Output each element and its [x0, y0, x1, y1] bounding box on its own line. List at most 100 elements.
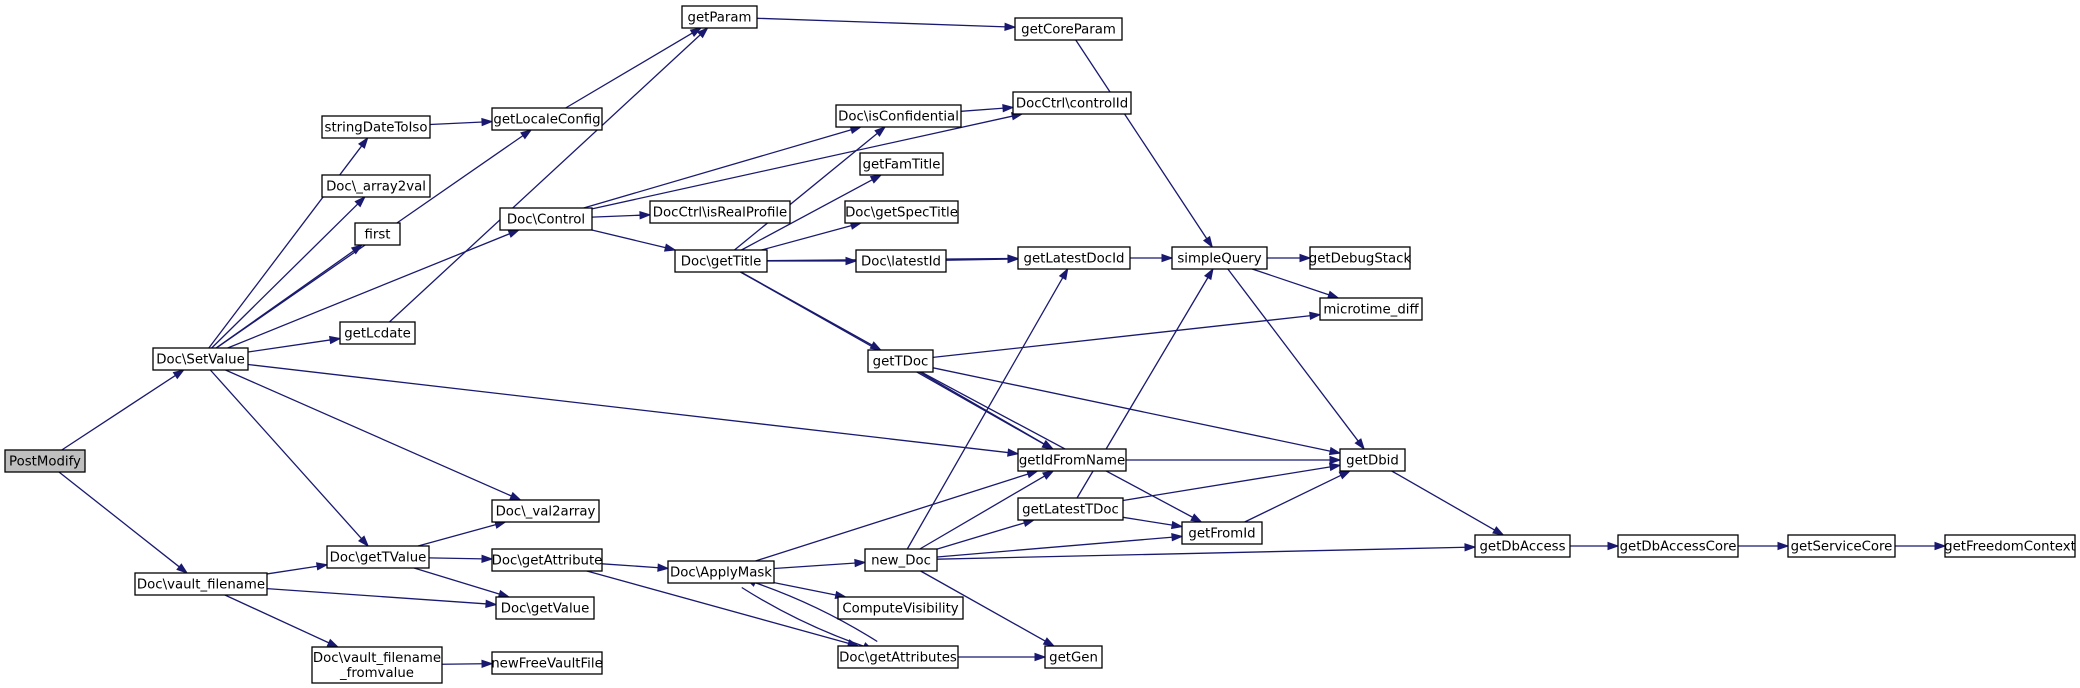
- node-latest-id[interactable]: Doc\latestId: [855, 249, 947, 273]
- arrowhead-icon: [1607, 541, 1620, 551]
- node-get-gen[interactable]: getGen: [1044, 645, 1103, 669]
- edge-get-tdoc-to-get-id-from-name: [919, 371, 1055, 450]
- node-box: [495, 596, 595, 620]
- node-label: Doc\getAttributes: [839, 651, 957, 666]
- node-apply-mask[interactable]: Doc\ApplyMask: [667, 560, 775, 584]
- node-box: [835, 104, 962, 128]
- arrowhead-icon: [329, 335, 342, 345]
- edge-line: [413, 567, 501, 595]
- node-get-debug-stack[interactable]: getDebugStack: [1309, 246, 1412, 270]
- edge-doc-control-to-get-title: [591, 229, 677, 252]
- node-label: first: [365, 228, 391, 243]
- arrowhead-icon: [1004, 22, 1017, 32]
- node-label: newFreeVaultFile: [491, 657, 603, 672]
- edge-get-latest-doc-id-to-simple-query: [1129, 253, 1174, 263]
- node-label: Doc\_array2val: [326, 180, 426, 195]
- node-control-id[interactable]: DocCtrl\controlId: [1012, 91, 1132, 115]
- edge-line: [586, 570, 850, 645]
- node-box: [855, 249, 947, 273]
- node-box: [1017, 448, 1127, 472]
- edge-line: [920, 570, 1047, 643]
- node-get-title[interactable]: Doc\getTitle: [674, 249, 768, 273]
- node-string-date-to-iso[interactable]: stringDateToIso: [321, 115, 431, 139]
- arrowhead-icon: [639, 211, 652, 220]
- node-label: DocCtrl\controlId: [1016, 97, 1128, 112]
- node-box: [152, 347, 249, 371]
- node-get-dbid[interactable]: getDbid: [1339, 448, 1406, 472]
- node-get-db-access[interactable]: getDbAccess: [1474, 534, 1571, 558]
- node-post-modify[interactable]: PostModify: [4, 449, 86, 473]
- edge-line: [1227, 268, 1360, 443]
- node-box: [844, 200, 959, 224]
- arrowhead-icon: [874, 126, 887, 137]
- arrowhead-icon: [1299, 253, 1312, 263]
- node-box: [326, 545, 430, 569]
- edge-get-id-from-name-to-get-dbid: [1125, 455, 1342, 465]
- node-get-lcdate[interactable]: getLcdate: [339, 321, 416, 345]
- node-get-tvalue[interactable]: Doc\getTValue: [326, 545, 430, 569]
- node-first[interactable]: first: [354, 222, 401, 246]
- node-is-confidential[interactable]: Doc\isConfidential: [835, 104, 962, 128]
- node-simple-query[interactable]: simpleQuery: [1171, 246, 1268, 270]
- edge-line: [1251, 268, 1330, 296]
- node-val2array[interactable]: Doc\_val2array: [491, 499, 600, 523]
- edge-line: [932, 367, 1332, 452]
- edge-doc-control-to-is-real-profile: [591, 211, 652, 220]
- arrowhead-icon: [1309, 311, 1322, 320]
- node-get-db-access-core[interactable]: getDbAccessCore: [1617, 534, 1739, 558]
- arrowhead-icon: [176, 563, 189, 574]
- edge-line: [936, 521, 1026, 550]
- node-get-latest-tdoc[interactable]: getLatestTDoc: [1017, 497, 1124, 521]
- node-label: Doc\latestId: [861, 255, 941, 270]
- node-get-attribute[interactable]: Doc\getAttribute: [491, 548, 603, 572]
- edge-line: [591, 115, 1014, 210]
- node-label: getDbAccessCore: [1620, 540, 1737, 555]
- node-get-spec-title[interactable]: Doc\getSpecTitle: [844, 200, 959, 224]
- edge-get-tvalue-to-get-attribute: [428, 554, 494, 564]
- arrowhead-icon: [1329, 455, 1342, 465]
- node-set-value[interactable]: Doc\SetValue: [152, 347, 249, 371]
- node-compute-visibility[interactable]: ComputeVisibility: [837, 596, 964, 620]
- edge-get-tdoc-to-get-from-id: [920, 371, 1203, 523]
- node-box: [491, 107, 603, 131]
- node-label: Doc\getAttribute: [492, 554, 603, 569]
- node-array2val[interactable]: Doc\_array2val: [321, 174, 431, 198]
- node-get-id-from-name[interactable]: getIdFromName: [1017, 448, 1127, 472]
- node-label: Doc\ApplyMask: [670, 566, 772, 581]
- node-doc-control[interactable]: Doc\Control: [499, 207, 593, 231]
- node-get-locale-config[interactable]: getLocaleConfig: [491, 107, 603, 131]
- node-microtime-diff[interactable]: microtime_diff: [1319, 297, 1423, 321]
- node-new-doc[interactable]: new_Doc: [864, 548, 938, 572]
- edge-line: [208, 144, 363, 349]
- arrowhead-icon: [481, 659, 494, 668]
- node-get-service-core[interactable]: getServiceCore: [1787, 534, 1896, 558]
- node-get-core-param[interactable]: getCoreParam: [1014, 17, 1123, 41]
- edge-line: [1391, 470, 1496, 532]
- node-new-free-vault-file[interactable]: newFreeVaultFile: [491, 651, 603, 675]
- edge-get-lcdate-to-get-param: [388, 26, 709, 323]
- node-vault-filename[interactable]: Doc\vault_filename: [134, 572, 268, 596]
- edge-doc-control-to-is-confidential: [583, 125, 863, 209]
- edge-line: [906, 276, 1064, 550]
- node-label: Doc\vault_filename: [137, 578, 265, 593]
- edge-set-value-to-string-date-to-iso: [208, 136, 369, 349]
- node-get-value[interactable]: Doc\getValue: [495, 596, 595, 620]
- node-is-real-profile[interactable]: DocCtrl\isRealProfile: [649, 200, 791, 224]
- node-get-latest-doc-id[interactable]: getLatestDocId: [1017, 246, 1131, 270]
- arrowhead-icon: [1007, 254, 1020, 264]
- node-get-attributes[interactable]: Doc\getAttributes: [837, 645, 959, 669]
- edge-line: [583, 128, 853, 209]
- edge-line: [773, 581, 837, 596]
- node-label: getDbid: [1346, 454, 1399, 469]
- node-vf-fromvalue[interactable]: Doc\vault_filename_fromvalue: [311, 646, 443, 684]
- edge-apply-mask-to-compute-visibility: [773, 581, 848, 600]
- node-box: [1017, 246, 1131, 270]
- edge-line: [773, 562, 857, 570]
- node-get-freedom-context[interactable]: getFreedomContext: [1944, 534, 2076, 558]
- arrowhead-icon: [1161, 253, 1174, 263]
- node-get-from-id[interactable]: getFromId: [1181, 521, 1263, 545]
- node-get-param[interactable]: getParam: [681, 5, 758, 29]
- node-get-tdoc[interactable]: getTDoc: [867, 349, 934, 373]
- edge-get-locale-config-to-get-param: [565, 27, 703, 109]
- node-get-fam-title[interactable]: getFamTitle: [859, 152, 944, 176]
